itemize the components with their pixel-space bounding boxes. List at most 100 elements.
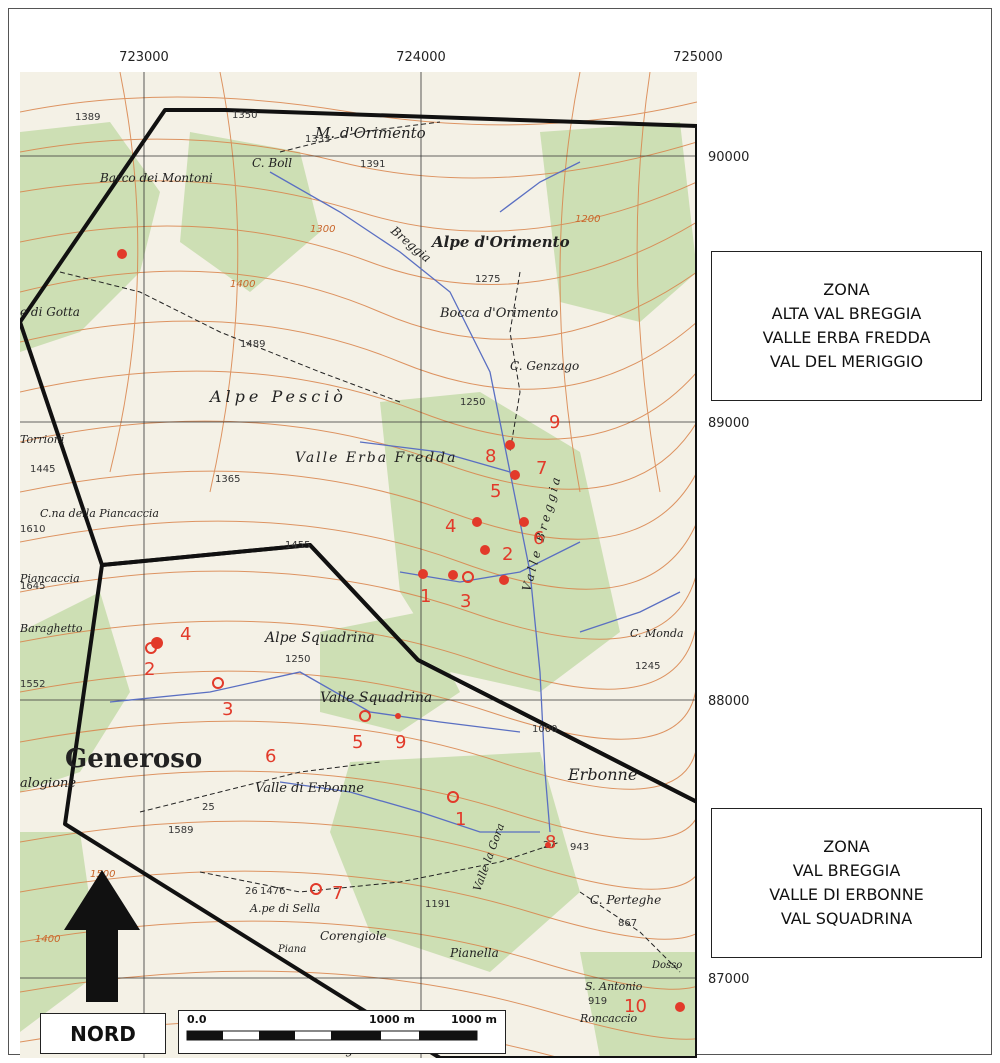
label-corengiole: Corengiole bbox=[320, 929, 387, 943]
zone-box-north: ZONA ALTA VAL BREGGIA VALLE ERBA FREDDA … bbox=[711, 251, 982, 401]
elev: 1645 bbox=[20, 581, 45, 592]
roads bbox=[59, 121, 681, 973]
elev: 1200 bbox=[575, 214, 600, 225]
label-c-genzago: C. Genzago bbox=[510, 359, 579, 373]
site-label-n2: 2 bbox=[502, 544, 513, 565]
label-s-antonio: S. Antonio bbox=[585, 980, 643, 993]
elev: 1191 bbox=[425, 899, 450, 910]
label-m-orimento: M. d'Orimento bbox=[314, 124, 426, 142]
label-alpe-squadrina: Alpe Squadrina bbox=[263, 630, 375, 646]
zone-box-south: ZONA VAL BREGGIA VALLE DI ERBONNE VAL SQ… bbox=[711, 808, 982, 958]
sites-north bbox=[117, 249, 529, 585]
zone-boundaries bbox=[20, 108, 697, 1058]
site-label-s10: 10 bbox=[624, 996, 647, 1017]
label-dosso: Dosso bbox=[651, 960, 682, 971]
y-coord-88000: 88000 bbox=[708, 694, 750, 709]
site-label-s6: 6 bbox=[265, 746, 276, 767]
label-valle-squadrina: Valle Squadrina bbox=[320, 690, 432, 706]
label-valle-erbonne: Valle di Erbonne bbox=[255, 781, 364, 796]
zone-north-line-2: VALLE ERBA FREDDA bbox=[762, 328, 931, 347]
site-label-s1: 1 bbox=[455, 809, 466, 830]
x-coord-723000: 723000 bbox=[119, 50, 169, 65]
elev: 1333 bbox=[305, 134, 330, 145]
label-generoso: Generoso bbox=[65, 744, 202, 774]
scale-label-mid: 1000 m bbox=[369, 1013, 415, 1026]
label-barco-montoni: Barco dei Montoni bbox=[99, 171, 213, 185]
elevation-labels: 1389 1350 1333 1391 1300 1200 1275 1400 … bbox=[20, 110, 660, 1007]
x-coord-725000: 725000 bbox=[673, 50, 723, 65]
elev: 1400 bbox=[35, 934, 60, 945]
site-label-n3: 3 bbox=[460, 591, 471, 612]
label-valle-erba-fredda: Valle Erba Fredda bbox=[295, 450, 458, 466]
label-bocca-orimento: Bocca d'Orimento bbox=[439, 306, 558, 321]
zone-south-title: ZONA bbox=[823, 837, 870, 856]
label-alpe-pescio: Alpe Pesciò bbox=[208, 387, 347, 406]
zone-south-line-1: VAL BREGGIA bbox=[792, 861, 901, 880]
elev: 1389 bbox=[75, 112, 100, 123]
elev: 1445 bbox=[30, 464, 55, 475]
contour-lines bbox=[20, 72, 697, 1058]
north-arrow-icon bbox=[64, 870, 140, 1002]
zone-south-line-2: VALLE DI ERBONNE bbox=[769, 885, 924, 904]
elev: 1275 bbox=[475, 274, 500, 285]
north-label: NORD bbox=[40, 1013, 166, 1054]
scale-label-zero: 0.0 bbox=[187, 1013, 207, 1026]
elev: 1476 bbox=[260, 886, 285, 897]
y-coord-89000: 89000 bbox=[708, 416, 750, 431]
sites-south bbox=[145, 637, 685, 1012]
site-labels-north: 1 2 3 4 5 6 7 8 9 bbox=[420, 412, 560, 612]
topographic-map: M. d'Orimento C. Boll Alpe d'Orimento Bo… bbox=[20, 72, 697, 1058]
elev: 1455 bbox=[285, 540, 310, 551]
site-label-n9: 9 bbox=[549, 412, 560, 433]
label-alogione: alogione bbox=[20, 776, 76, 791]
elev: 1365 bbox=[215, 474, 240, 485]
site-label-s3: 3 bbox=[222, 699, 233, 720]
elev: 1610 bbox=[20, 524, 45, 535]
elev: 1300 bbox=[310, 224, 335, 235]
elev: 1391 bbox=[360, 159, 385, 170]
elev: 1250 bbox=[285, 654, 310, 665]
elev: 1245 bbox=[635, 661, 660, 672]
site-label-s5: 5 bbox=[352, 732, 363, 753]
label-alpe-sella: A.pe di Sella bbox=[249, 902, 320, 915]
label-ancaccia: Piancaccia bbox=[20, 572, 80, 585]
elev: 943 bbox=[570, 842, 589, 853]
site-label-n7: 7 bbox=[536, 458, 547, 479]
label-roncaccio: Roncaccio bbox=[579, 1012, 638, 1025]
label-alpe-orimento: Alpe d'Orimento bbox=[430, 233, 570, 251]
elev: 26 bbox=[245, 886, 258, 897]
zone-north-line-3: VAL DEL MERIGGIO bbox=[769, 352, 924, 371]
elev: 1489 bbox=[240, 339, 265, 350]
label-c-monda: C. Monda bbox=[630, 627, 684, 640]
label-baraghetto: Baraghetto bbox=[20, 622, 83, 635]
scale-bar: 0.0 1000 m 1000 m bbox=[178, 1010, 506, 1054]
elev: 919 bbox=[588, 996, 607, 1007]
site-label-n1: 1 bbox=[420, 586, 431, 607]
elev: 1350 bbox=[232, 110, 257, 121]
site-label-s4: 4 bbox=[180, 624, 191, 645]
elev: 867 bbox=[618, 918, 637, 929]
forest-areas bbox=[20, 122, 697, 1058]
y-coord-87000: 87000 bbox=[708, 972, 750, 987]
site-label-n6: 6 bbox=[533, 528, 544, 549]
elev: 1250 bbox=[460, 397, 485, 408]
site-label-s8: 8 bbox=[545, 832, 556, 853]
elev: 1552 bbox=[20, 679, 45, 690]
label-torrioni: Torrioni bbox=[20, 433, 64, 446]
label-c-perteghe: C. Perteghe bbox=[590, 893, 661, 907]
site-label-s2: 2 bbox=[144, 659, 155, 680]
zone-south-line-3: VAL SQUADRINA bbox=[780, 909, 913, 928]
label-erbonne: Erbonne bbox=[567, 765, 637, 784]
label-piana: Piana bbox=[277, 944, 306, 955]
zone-north-title: ZONA bbox=[823, 280, 870, 299]
label-piancaccia: C.na della Piancaccia bbox=[40, 507, 159, 520]
y-coord-90000: 90000 bbox=[708, 150, 750, 165]
grid-lines bbox=[20, 72, 697, 1058]
elev: 1000 bbox=[532, 724, 557, 735]
elev: 25 bbox=[202, 802, 215, 813]
site-label-n5: 5 bbox=[490, 481, 501, 502]
label-pianella: Pianella bbox=[449, 946, 499, 960]
site-label-n4: 4 bbox=[445, 516, 456, 537]
elev: 1589 bbox=[168, 825, 193, 836]
label-gotta: e di Gotta bbox=[20, 305, 80, 319]
